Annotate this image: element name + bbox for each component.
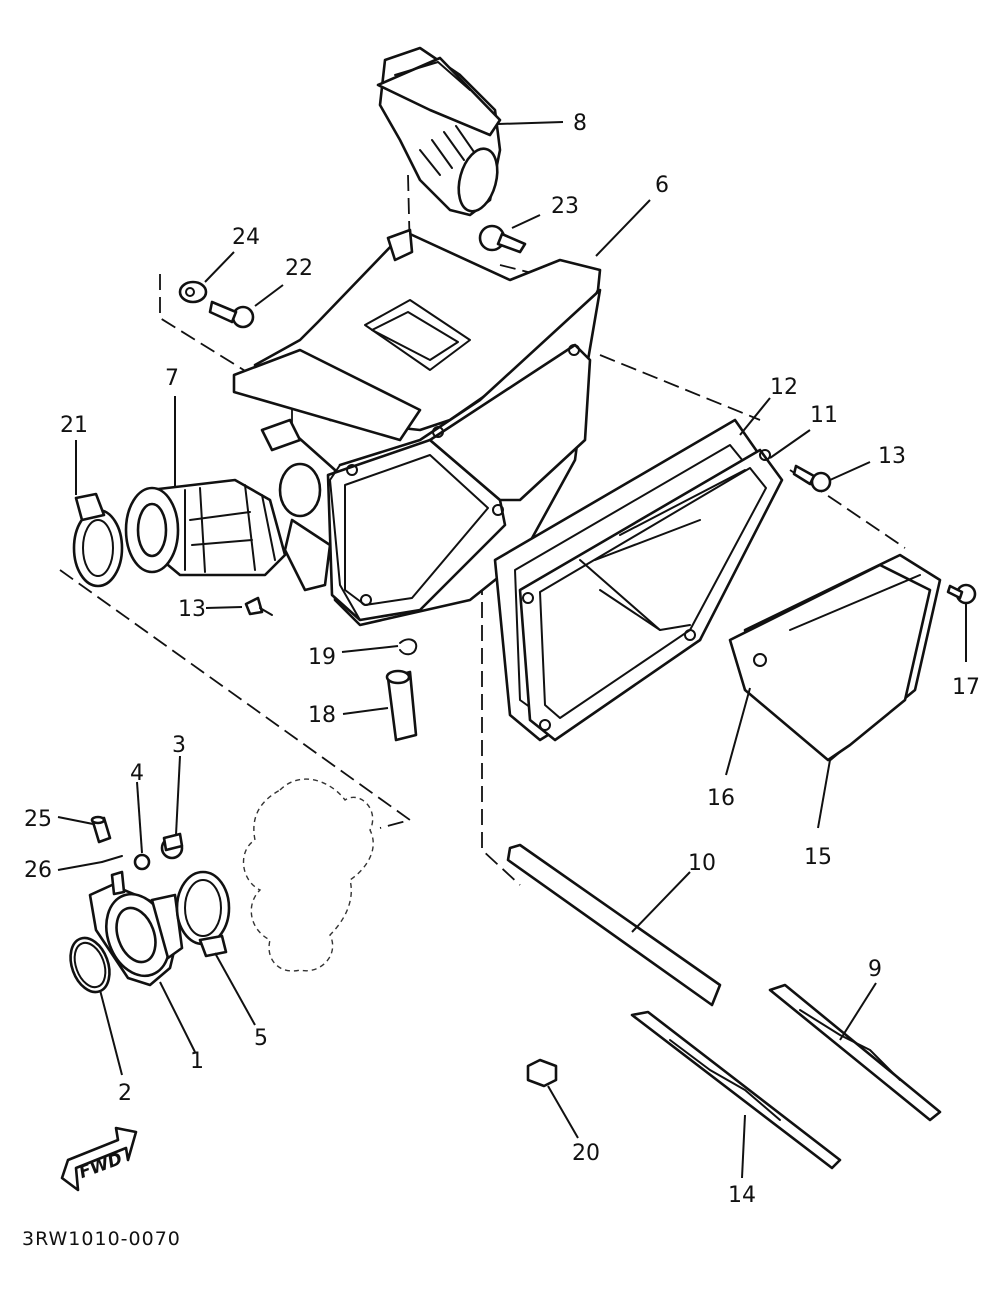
clip-26 — [101, 855, 123, 863]
sponge-9 — [768, 983, 942, 1122]
pin-18 — [385, 669, 418, 742]
callout-12: 12 — [770, 375, 798, 400]
bolt-23 — [478, 224, 527, 254]
callout-13-right: 13 — [878, 444, 906, 469]
diagram-reference-code: 3RW1010-0070 — [22, 1228, 181, 1250]
callout-7: 7 — [165, 366, 179, 391]
callout-14: 14 — [728, 1183, 756, 1208]
callout-24: 24 — [232, 225, 260, 250]
bolt-22 — [208, 300, 255, 329]
callout-5: 5 — [254, 1026, 268, 1051]
pipe-25 — [90, 815, 112, 844]
leader-lines — [57, 121, 967, 1179]
callout-2: 2 — [118, 1081, 132, 1106]
callout-4: 4 — [130, 761, 144, 786]
callout-10: 10 — [688, 851, 716, 876]
carburetor-joint-1 — [88, 870, 184, 987]
air-cleaner-joint — [124, 478, 287, 577]
callout-19: 19 — [308, 645, 336, 670]
hose-clamp-5 — [175, 870, 231, 958]
callout-13-left: 13 — [178, 597, 206, 622]
screw-17 — [946, 583, 977, 605]
callout-23: 23 — [551, 194, 579, 219]
callout-25: 25 — [24, 807, 52, 832]
engine-case-outline — [242, 778, 374, 972]
callout-8: 8 — [573, 111, 587, 136]
callout-20: 20 — [572, 1141, 600, 1166]
callout-6: 6 — [655, 173, 669, 198]
sponge-14 — [630, 1010, 842, 1170]
cover-plate-10 — [506, 843, 722, 1007]
callout-15: 15 — [804, 845, 832, 870]
callout-18: 18 — [308, 703, 336, 728]
callout-1: 1 — [190, 1049, 204, 1074]
callout-9: 9 — [868, 957, 882, 982]
nut-24 — [178, 280, 208, 304]
forward-direction-arrow: FWD — [60, 1126, 138, 1192]
screw-3 — [160, 832, 184, 860]
callout-26: 26 — [24, 858, 52, 883]
callout-3: 3 — [172, 733, 186, 758]
callout-21: 21 — [60, 413, 88, 438]
callout-17: 17 — [952, 675, 980, 700]
element-guide-11 — [518, 448, 784, 742]
air-cleaner-case — [232, 228, 602, 627]
screw-13-left — [244, 596, 273, 616]
callout-22: 22 — [285, 256, 313, 281]
callout-labels: 1 2 3 4 5 6 7 8 9 10 11 12 13 13 14 15 1… — [24, 111, 980, 1208]
cap-20 — [526, 1058, 558, 1088]
callout-11: 11 — [810, 403, 838, 428]
callout-16: 16 — [707, 786, 735, 811]
hose-clamp-21 — [72, 492, 124, 588]
clip-19 — [399, 638, 418, 656]
intake-duct — [376, 46, 502, 217]
washer-4 — [133, 853, 151, 871]
screw-13-right — [792, 464, 832, 493]
air-filter-element — [728, 553, 942, 762]
